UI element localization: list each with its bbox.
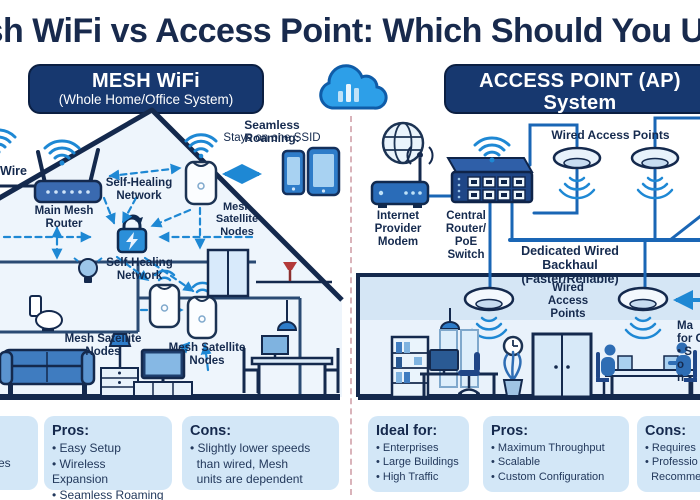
- modem-label: Internet Provider Modem: [374, 210, 422, 248]
- tablet-icon: [306, 146, 341, 197]
- ap-cons-box: Cons: • Requires • Professio Recomme: [637, 416, 700, 492]
- person-icon: [596, 344, 616, 396]
- bookshelf-icon: [390, 335, 430, 399]
- wifi-down-icon: [558, 176, 596, 200]
- phone-icon: [281, 149, 306, 196]
- double-doors-icon: [531, 332, 593, 399]
- pendant-lamp-icon: [439, 308, 461, 330]
- mesh-node-icon: [184, 160, 218, 206]
- mesh-wifi-banner: MESH WiFi (Whole Home/Office System): [28, 64, 264, 114]
- switch-label: Central Router/ PoE Switch: [445, 210, 487, 261]
- dining-set-icon: [242, 335, 340, 395]
- side-table-lamp-icon: [100, 333, 139, 397]
- seamless-roaming-sub: Stays on one SSID: [223, 132, 321, 144]
- ceiling-ap-icon: [552, 146, 602, 170]
- signal-bars-icon: [338, 84, 359, 102]
- wifi-down-icon: [636, 176, 674, 200]
- wifi-icon: [0, 128, 17, 154]
- cloud-icon: [314, 58, 388, 120]
- mesh-ideal-lines: es: [0, 456, 11, 470]
- wifi-icon: [473, 136, 511, 163]
- access-point-banner: ACCESS POINT (AP) System (Enterprise/Lar…: [444, 64, 700, 129]
- wifi-down-icon: [624, 316, 662, 340]
- ap-pros-lines: • Maximum Throughput • Scalable • Custom…: [491, 442, 605, 483]
- person-icon: [668, 342, 697, 396]
- pendant-lamp-icon: [276, 300, 298, 331]
- mesh-pros-lines: • Easy Setup • Wireless Expansion • Seam…: [52, 441, 164, 500]
- mesh-pros-box: Pros: • Easy Setup • Wireless Expansion …: [44, 416, 172, 500]
- mesh-pros-heading: Pros:: [52, 423, 90, 439]
- potted-plant-icon: [502, 350, 524, 397]
- self-healing-label-mid: Self-Healing Network: [106, 257, 173, 282]
- mesh-node-icon: [186, 295, 218, 340]
- wifi-icon: [153, 269, 176, 282]
- mesh-cons-lines: • Slightly lower speeds than wired, Mesh…: [190, 441, 311, 487]
- ap-pros-box: Pros: • Maximum Throughput • Scalable • …: [483, 416, 629, 492]
- antenna-icon: [406, 146, 434, 183]
- tv-icon: [133, 348, 193, 397]
- main-router-label: Main Mesh Router: [34, 205, 94, 230]
- ap-ideal-heading: Ideal for:: [376, 423, 438, 439]
- ap-ideal-lines: • Enterprises • Large Buildings • High T…: [376, 442, 459, 483]
- wire-label: Wire: [0, 164, 27, 178]
- mesh-cons-box: Cons: • Slightly lower speeds than wired…: [182, 416, 339, 490]
- poe-switch-icon: [446, 157, 534, 204]
- wired-aps-top-label: Wired Access Points: [551, 128, 670, 142]
- ap-cons-heading: Cons:: [645, 423, 687, 439]
- toilet-icon: [29, 295, 63, 332]
- page-title: Mesh WiFi vs Access Point: Which Should …: [0, 12, 700, 50]
- lightbulb-icon: [73, 257, 103, 283]
- panel-divider: [350, 116, 352, 495]
- office-chair-icon: [458, 352, 480, 396]
- wired-aps-inner-label: Wired Access Points: [547, 282, 589, 320]
- ap-pros-heading: Pros:: [491, 423, 529, 439]
- backhaul-label: Dedicated Wired Backhaul (Faster/Reliabl…: [521, 244, 619, 286]
- satellite-left-label: Mesh Satellite Nodes: [64, 333, 142, 358]
- mesh-banner-subtitle: (Whole Home/Office System): [58, 92, 234, 107]
- satellite-top-label: Mesh Satellite Nodes: [215, 201, 259, 238]
- seamless-roaming-title: Seamless Roaming:: [244, 118, 300, 146]
- ap-banner-title: ACCESS POINT (AP) System: [479, 70, 681, 114]
- mesh-banner-title: MESH WiFi: [91, 70, 201, 92]
- satellite-center-label: Mesh Satellite Nodes: [168, 342, 246, 367]
- ceiling-ap-icon: [630, 146, 680, 170]
- ap-ideal-box: Ideal for: • Enterprises • Large Buildin…: [368, 416, 469, 492]
- ap-cons-lines: • Requires • Professio Recomme: [645, 442, 700, 483]
- mesh-node-icon: [148, 283, 181, 329]
- sofa-icon: [0, 348, 96, 395]
- mesh-cons-heading: Cons:: [190, 423, 232, 439]
- window-icon: [206, 248, 250, 298]
- mesh-ideal-box: es: [0, 416, 38, 490]
- globe-icon: [381, 121, 425, 165]
- router-icon: [33, 148, 103, 204]
- ceiling-ap-icon: [617, 286, 669, 312]
- ethernet-wires: [426, 116, 700, 290]
- wifi-icon: [184, 133, 218, 159]
- wifi-icon: [43, 139, 81, 166]
- self-healing-label-top: Self-Healing Network: [105, 177, 173, 202]
- modem-icon: [370, 180, 430, 208]
- desk-lamp-icon: [256, 262, 332, 284]
- clipped-note: Ma for C • S o n: [677, 320, 700, 384]
- ceiling-ap-icon: [463, 286, 515, 312]
